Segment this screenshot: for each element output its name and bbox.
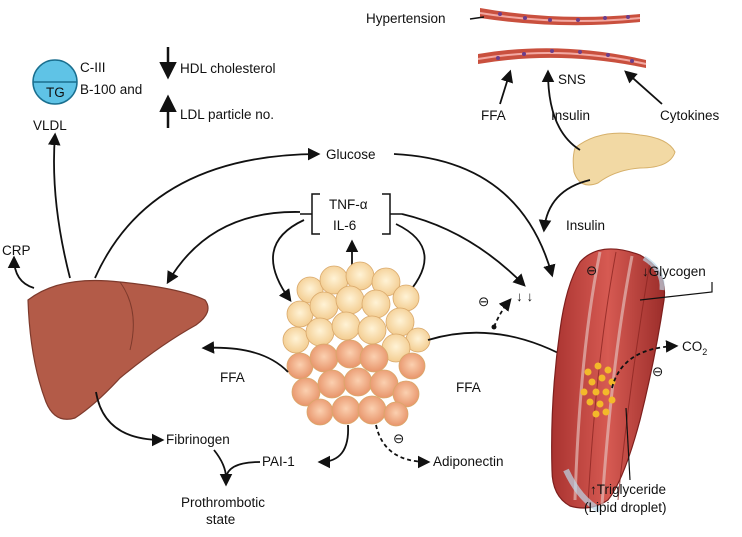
- minus-sign-muscle: ⊖: [586, 263, 597, 278]
- tnf-label: TNF-α: [329, 197, 368, 212]
- hypertension-label: Hypertension: [366, 11, 446, 26]
- co2-label: CO2: [682, 339, 707, 357]
- cytokine-to-muscle-arrow: [401, 213, 526, 287]
- tg-label: TG: [46, 85, 65, 100]
- ffa-liver-label: FFA: [220, 370, 245, 385]
- liver: [27, 279, 209, 420]
- c-iii-label: C-III: [80, 60, 106, 75]
- liver-to-glucose-arrow: [94, 147, 321, 279]
- hypertension-arrow: [469, 16, 485, 20]
- glycogen-label: ↓Glycogen: [642, 264, 706, 279]
- adiponectin-label: Adiponectin: [433, 454, 504, 469]
- ffa-to-vessel-arrow: [499, 69, 514, 105]
- fat-to-muscle-ffa-arrow: [427, 331, 578, 364]
- triglyceride-label-1: ↑Triglyceride: [590, 482, 666, 497]
- ffa-top-label: FFA: [481, 108, 506, 123]
- fat-to-pai1-arrow: [317, 424, 349, 469]
- ffa-muscle-label: FFA: [456, 380, 481, 395]
- triglyceride-label-2: (Lipid droplet): [584, 500, 667, 515]
- glucose-to-muscle-arrow: [393, 153, 556, 278]
- pai1-label: PAI-1: [262, 454, 295, 469]
- cytokine-bracket: [300, 193, 402, 235]
- glucose-uptake-down-arrows: ↓ ↓: [516, 289, 533, 304]
- vldl-label: VLDL: [33, 118, 67, 133]
- ffa-inhibit-glucose-arrow: [493, 298, 512, 328]
- insulin-to-sns-arrow: [541, 69, 581, 151]
- triglyceride-leader-line: [625, 407, 631, 481]
- insulin-top-label: Insulin: [551, 108, 590, 123]
- il6-label: IL-6: [333, 218, 356, 233]
- liver-to-vldl-arrow: [47, 132, 71, 279]
- lipid-droplets: [580, 362, 616, 418]
- sns-label: SNS: [558, 72, 586, 87]
- pai1-to-state-arrow: [219, 461, 261, 487]
- fat-to-liver-ffa-arrow: [201, 341, 289, 373]
- cytokines-label: Cytokines: [660, 108, 720, 123]
- triglyceride-to-co2-arrow: [611, 340, 679, 389]
- cytokines-to-vessel-arrow: [624, 70, 663, 105]
- ldl-label: LDL particle no.: [180, 107, 274, 122]
- fibrinogen-label: Fibrinogen: [166, 432, 230, 447]
- minus-sign-adiponectin: ⊖: [393, 431, 404, 446]
- cytokine-to-liver-arrow: [166, 211, 301, 285]
- fibrinogen-to-state-arrow: [213, 449, 227, 479]
- crp-label: CRP: [2, 243, 31, 258]
- liver-to-crp-arrow: [7, 255, 35, 289]
- prothrombotic-label-2: state: [206, 512, 235, 527]
- b100-label: B-100 and: [80, 82, 142, 97]
- pancreas-to-muscle-arrow: [538, 179, 591, 233]
- adipose-tissue: [282, 261, 431, 427]
- liver-to-fibrinogen-arrow: [95, 391, 165, 447]
- glucose-label: Glucose: [326, 147, 376, 162]
- prothrombotic-label-1: Prothrombotic: [181, 495, 265, 510]
- minus-sign-co2: ⊖: [652, 364, 663, 379]
- blood-vessels: [477, 8, 647, 68]
- insulin-mid-label: Insulin: [566, 218, 605, 233]
- skeletal-muscle: [551, 248, 666, 513]
- minus-sign-ffa: ⊖: [478, 294, 489, 309]
- vldl-particle: [32, 59, 78, 105]
- cytokine-to-fat-left-arrow: [272, 219, 305, 303]
- glycogen-leader-line: [639, 282, 713, 301]
- pancreas: [572, 132, 676, 186]
- hdl-label: HDL cholesterol: [180, 61, 276, 76]
